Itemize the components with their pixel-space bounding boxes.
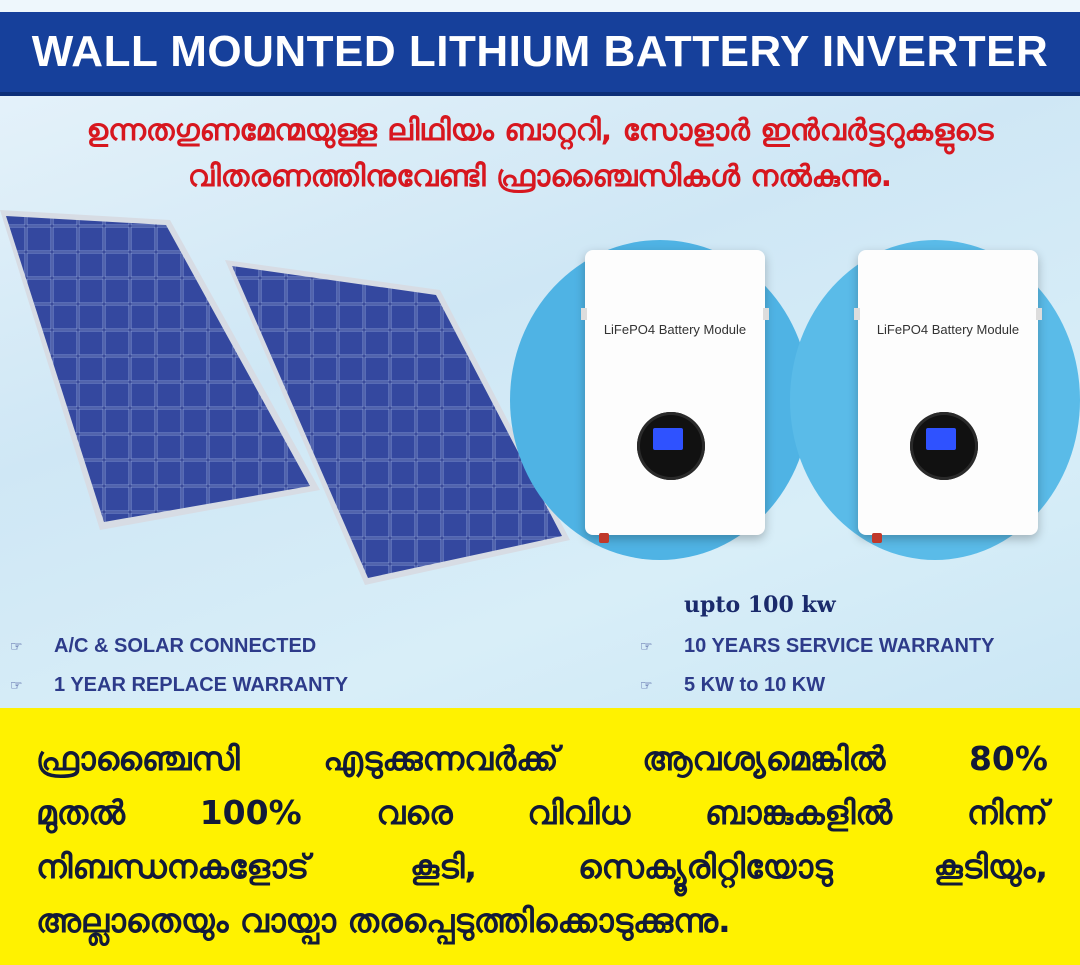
subheading-line-2: വിതരണത്തിനുവേണ്ടി ഫ്രാഞ്ചൈസികൾ നൽകുന്നു. [187,159,893,194]
footer-line-1: ഫ്രാഞ്ചൈസി എടുക്കുന്നവർക്ക് ആവശ്യമെങ്കിൽ… [36,732,1048,786]
footer-banner: ഫ്രാഞ്ചൈസി എടുക്കുന്നവർക്ക് ആവശ്യമെങ്കിൽ… [0,708,1080,965]
lcd-screen [653,428,683,450]
feature-text: 10 YEARS SERVICE WARRANTY [684,635,995,657]
footer-word: മുതൽ [36,793,125,832]
top-strip [0,0,1080,12]
footer-word: സെക്യൂരിറ്റിയോടു [577,847,833,886]
footer-line-4: അല്ലാതെയും വായ്പാ തരപ്പെടുത്തിക്കൊടുക്കു… [36,901,731,940]
footer-word: 80% [968,739,1048,778]
battery-module-icon: LiFePO4 Battery Module [581,250,769,543]
footer-word: ബാങ്കുകളിൽ [705,793,893,832]
footer-word: വിവിധ [527,793,631,832]
pointing-hand-icon: ☞ [640,638,653,655]
feature-text: A/C & SOLAR CONNECTED [54,635,317,657]
pointing-hand-icon: ☞ [640,677,653,694]
solar-panel-icon [0,210,570,585]
footer-line-2: മുതൽ 100% വരെ വിവിധ ബാങ്കുകളിൽ നിന്ന് [36,786,1048,840]
footer-word: വരെ [376,793,453,832]
subheading-line-1: ഉന്നതഗുണമേന്മയുള്ള ലിഥിയം ബാറ്ററി, സോളാർ… [86,113,994,148]
footer-word: എടുക്കുന്നവർക്ക് [323,739,559,778]
feature-item: ☞ A/C & SOLAR CONNECTED [10,635,316,658]
capacity-note: upto 100 kw [684,592,836,618]
footer-word: ആവശ്യമെങ്കിൽ [642,739,886,778]
footer-word: കൂടി, [410,847,478,886]
footer-word: നിന്ന് [966,793,1048,832]
mount-bracket [854,308,860,320]
footer-word: കൂടിയും, [933,847,1048,886]
solar-panel-2 [225,260,570,585]
pointing-hand-icon: ☞ [10,677,23,694]
feature-item: ☞ 5 KW to 10 KW [640,674,825,697]
battery-module-icon: LiFePO4 Battery Module [854,250,1042,543]
feature-text: 1 YEAR REPLACE WARRANTY [54,674,349,696]
terminal-cap [599,533,609,543]
subheading: ഉന്നതഗുണമേന്മയുള്ള ലിഥിയം ബാറ്ററി, സോളാർ… [0,108,1080,200]
mount-bracket [1036,308,1042,320]
solar-panel-1 [0,210,320,530]
display-panel [637,412,705,480]
lcd-screen [926,428,956,450]
battery-label: LiFePO4 Battery Module [876,322,1020,337]
mount-bracket [763,308,769,320]
display-panel [910,412,978,480]
footer-word: ഫ്രാഞ്ചൈസി [36,739,240,778]
terminal-cap [872,533,882,543]
footer-word: നിബന്ധനകളോട് [36,847,310,886]
feature-item: ☞ 1 YEAR REPLACE WARRANTY [10,674,348,697]
feature-text: 5 KW to 10 KW [684,674,826,696]
mount-bracket [581,308,587,320]
battery-label: LiFePO4 Battery Module [603,322,747,337]
footer-line-3: നിബന്ധനകളോട് കൂടി, സെക്യൂരിറ്റിയോടു കൂടി… [36,840,1048,894]
footer-word: 100% [199,793,302,832]
pointing-hand-icon: ☞ [10,638,23,655]
page-title: WALL MOUNTED LITHIUM BATTERY INVERTER [0,12,1080,96]
feature-item: ☞ 10 YEARS SERVICE WARRANTY [640,635,994,658]
